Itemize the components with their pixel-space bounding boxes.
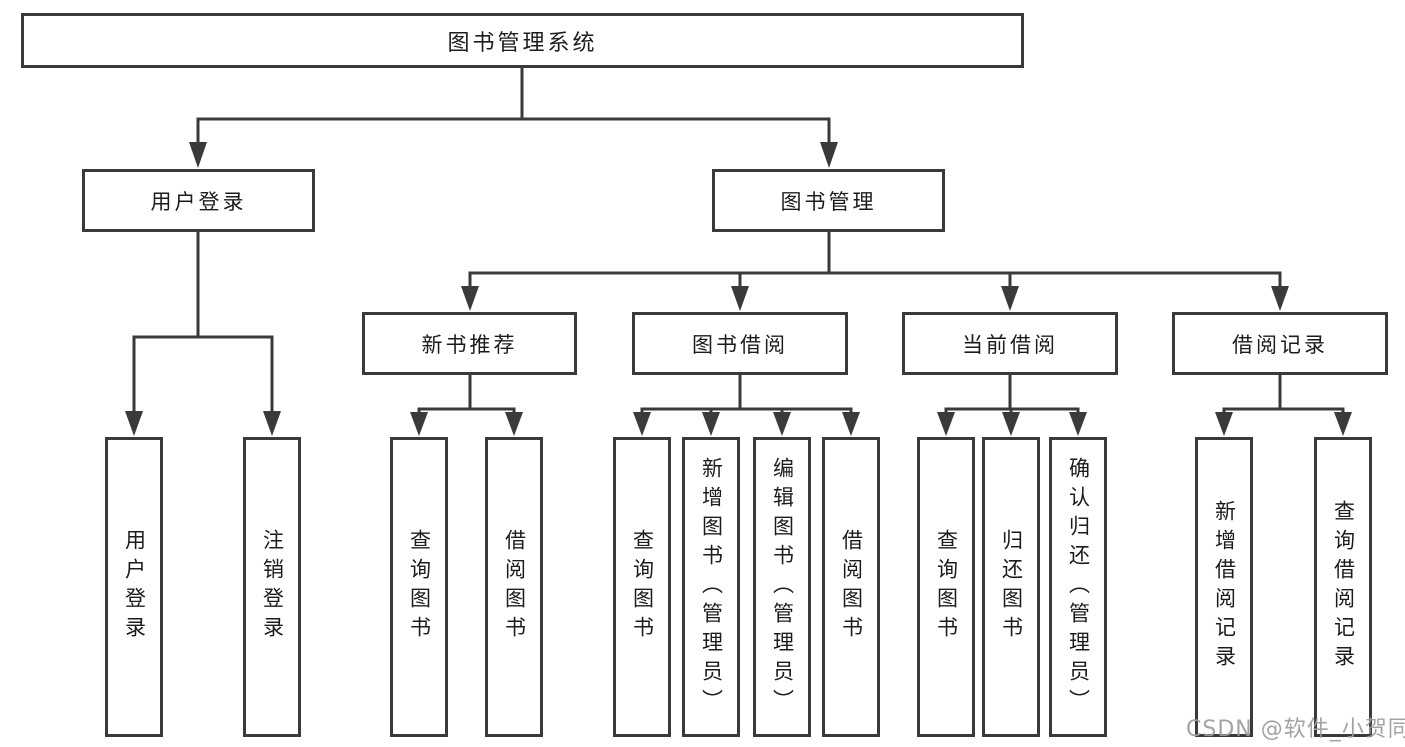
leaf-user-login-label: 用户登录 [122,529,147,645]
leaf-recommend-query-books: 查询图书 [390,437,448,737]
node-book-management: 图书管理 [712,169,945,232]
node-borrow-records-label: 借阅记录 [1232,332,1328,357]
leaf-confirm-return-admin-label: 确认归还（管理员） [1066,456,1091,718]
leaf-recommend-borrow-books: 借阅图书 [485,437,543,737]
leaf-logout-label: 注销登录 [260,529,285,645]
leaf-query-borrow-record: 查询借阅记录 [1314,437,1372,737]
leaf-add-borrow-record-label: 新增借阅记录 [1212,500,1237,674]
leaf-return-books-label: 归还图书 [999,529,1024,645]
leaf-add-borrow-record: 新增借阅记录 [1195,437,1253,737]
leaf-recommend-borrow-books-label: 借阅图书 [502,529,527,645]
leaf-return-books: 归还图书 [982,437,1040,737]
csdn-watermark: CSDN @软件_小贺同学 [1186,717,1405,742]
node-current-borrow-label: 当前借阅 [962,332,1058,357]
leaf-borrow-query-books: 查询图书 [613,437,671,737]
leaf-borrow-books-label: 借阅图书 [839,529,864,645]
node-new-book-recommend-label: 新书推荐 [421,332,518,357]
leaf-logout: 注销登录 [243,437,301,737]
node-book-management-label: 图书管理 [780,189,877,214]
node-current-borrow: 当前借阅 [902,312,1118,375]
leaf-current-query-books-label: 查询图书 [934,529,959,645]
leaf-edit-books-admin: 编辑图书（管理员） [753,437,811,737]
node-user-login: 用户登录 [82,169,315,232]
node-root: 图书管理系统 [21,13,1024,68]
leaf-borrow-books: 借阅图书 [822,437,880,737]
leaf-current-query-books: 查询图书 [917,437,975,737]
node-user-login-label: 用户登录 [150,189,247,214]
leaf-add-books-admin: 新增图书（管理员） [682,437,740,737]
node-new-book-recommend: 新书推荐 [362,312,577,375]
node-root-label: 图书管理系统 [447,30,598,56]
node-book-borrow-label: 图书借阅 [692,332,788,357]
leaf-confirm-return-admin: 确认归还（管理员） [1049,437,1107,737]
leaf-edit-books-admin-label: 编辑图书（管理员） [770,456,795,718]
leaf-user-login: 用户登录 [105,437,163,737]
leaf-recommend-query-books-label: 查询图书 [407,529,432,645]
node-book-borrow: 图书借阅 [632,312,848,375]
leaf-borrow-query-books-label: 查询图书 [630,529,655,645]
node-borrow-records: 借阅记录 [1172,312,1388,375]
leaf-query-borrow-record-label: 查询借阅记录 [1331,500,1356,674]
leaf-add-books-admin-label: 新增图书（管理员） [699,456,724,718]
